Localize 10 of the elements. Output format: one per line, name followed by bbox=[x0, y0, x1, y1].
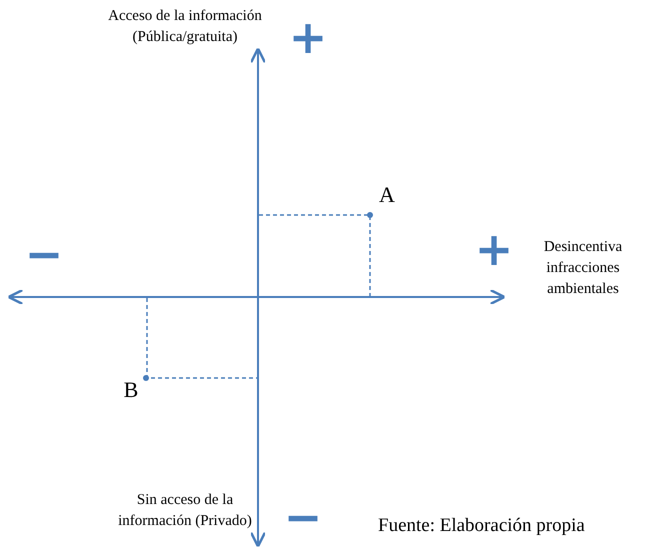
axis-label: Acceso de la información (Pública/gratuita) bbox=[107, 7, 263, 47]
axis-label: Desincentiva infracciones ambientales bbox=[542, 238, 624, 299]
sign: − bbox=[282, 494, 324, 540]
axis-label: Sin acceso de la información (Privado) bbox=[117, 491, 253, 531]
caption: Fuente: Elaboración propia bbox=[378, 514, 586, 538]
sign: − bbox=[24, 231, 64, 277]
sign: + bbox=[288, 14, 328, 60]
sign: + bbox=[474, 226, 514, 272]
point-label: B bbox=[122, 377, 140, 403]
point-label: A bbox=[378, 182, 396, 208]
